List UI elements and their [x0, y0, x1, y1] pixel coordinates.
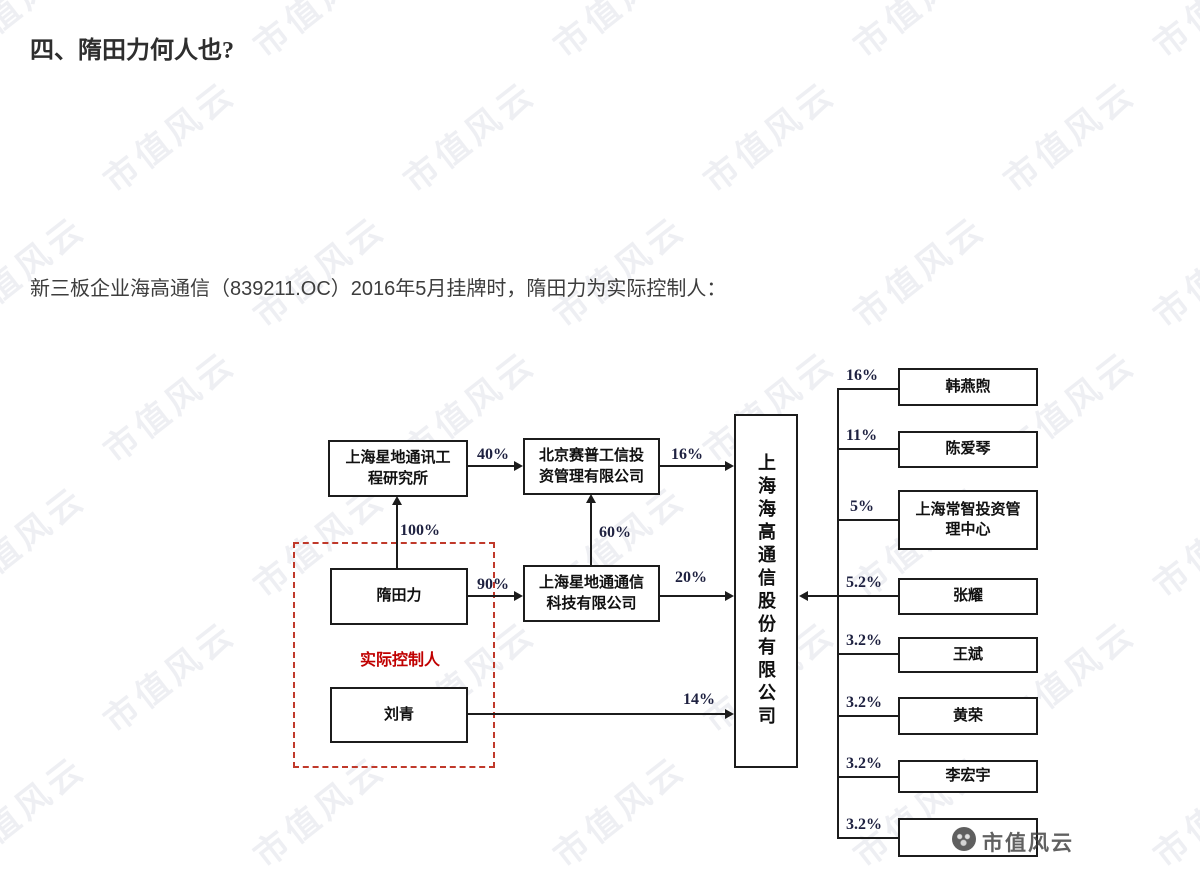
edge-line	[468, 595, 515, 597]
shareholder-pct: 5%	[850, 498, 874, 515]
edge-pct-16: 16%	[671, 446, 703, 463]
shareholder-pct: 16%	[846, 367, 878, 384]
center-company-name: 上海海高通信股份有限公司	[756, 453, 776, 729]
edge-line	[468, 713, 726, 715]
box-shareholder: 黄荣	[898, 697, 1038, 735]
edge-pct-60: 60%	[599, 524, 631, 541]
edge-pct-20: 20%	[675, 569, 707, 586]
bracket-stub	[837, 388, 898, 390]
actual-controller-dashed-frame	[293, 542, 495, 768]
box-shareholder: 张耀	[898, 578, 1038, 615]
box-shareholder: 韩燕煦	[898, 368, 1038, 406]
box-sui-tianli: 隋田力	[330, 568, 468, 625]
arrow-right-icon	[514, 461, 523, 471]
intro-paragraph: 新三板企业海高通信（839211.OC）2016年5月挂牌时，隋田力为实际控制人…	[30, 278, 727, 300]
shareholder-pct: 3.2%	[846, 816, 882, 833]
box-beijing-saipu: 北京赛普工信投资管理有限公司	[523, 438, 660, 495]
bracket-stub	[837, 595, 898, 597]
edge-line	[660, 595, 726, 597]
edge-line	[808, 595, 839, 597]
edge-pct-40: 40%	[477, 446, 509, 463]
bracket-stub	[837, 519, 898, 521]
box-shareholder	[898, 818, 1038, 857]
box-shareholder: 李宏宇	[898, 760, 1038, 793]
edge-pct-100: 100%	[400, 522, 440, 539]
box-haigao-communication: 上海海高通信股份有限公司	[734, 414, 798, 768]
box-shareholder: 王斌	[898, 637, 1038, 673]
actual-controller-label: 实际控制人	[359, 652, 440, 669]
arrow-right-icon	[725, 461, 734, 471]
box-shanghai-xingdi-institute: 上海星地通讯工程研究所	[328, 440, 468, 497]
shareholder-pct: 11%	[846, 427, 878, 444]
shareholder-pct: 3.2%	[846, 632, 882, 649]
arrow-up-icon	[586, 494, 596, 503]
box-liu-qing: 刘青	[330, 687, 468, 743]
edge-pct-14: 14%	[683, 691, 715, 708]
box-shareholder: 上海常智投资管理中心	[898, 490, 1038, 550]
shareholder-pct: 3.2%	[846, 694, 882, 711]
edge-line	[660, 465, 726, 467]
shizhifengyun-logo-text: 市值风云	[982, 832, 1074, 855]
shareholder-pct: 5.2%	[846, 574, 882, 591]
box-shareholder: 陈爱琴	[898, 431, 1038, 468]
edge-line	[396, 504, 398, 568]
arrow-right-icon	[725, 591, 734, 601]
bracket-stub	[837, 653, 898, 655]
bracket-stub	[837, 715, 898, 717]
bracket-stub	[837, 448, 898, 450]
section-title: 四、隋田力何人也?	[30, 38, 234, 65]
arrow-right-icon	[725, 709, 734, 719]
arrow-up-icon	[392, 496, 402, 505]
arrow-right-icon	[514, 591, 523, 601]
edge-line	[468, 465, 515, 467]
box-xingditong-tech: 上海星地通通信科技有限公司	[523, 565, 660, 622]
arrow-left-icon	[799, 591, 808, 601]
bracket-stub	[837, 776, 898, 778]
bracket-stub	[837, 837, 898, 839]
shareholder-pct: 3.2%	[846, 755, 882, 772]
bracket-line	[837, 389, 839, 839]
edge-line	[590, 502, 592, 565]
edge-pct-90: 90%	[477, 576, 509, 593]
shizhifengyun-logo-icon	[952, 827, 976, 851]
